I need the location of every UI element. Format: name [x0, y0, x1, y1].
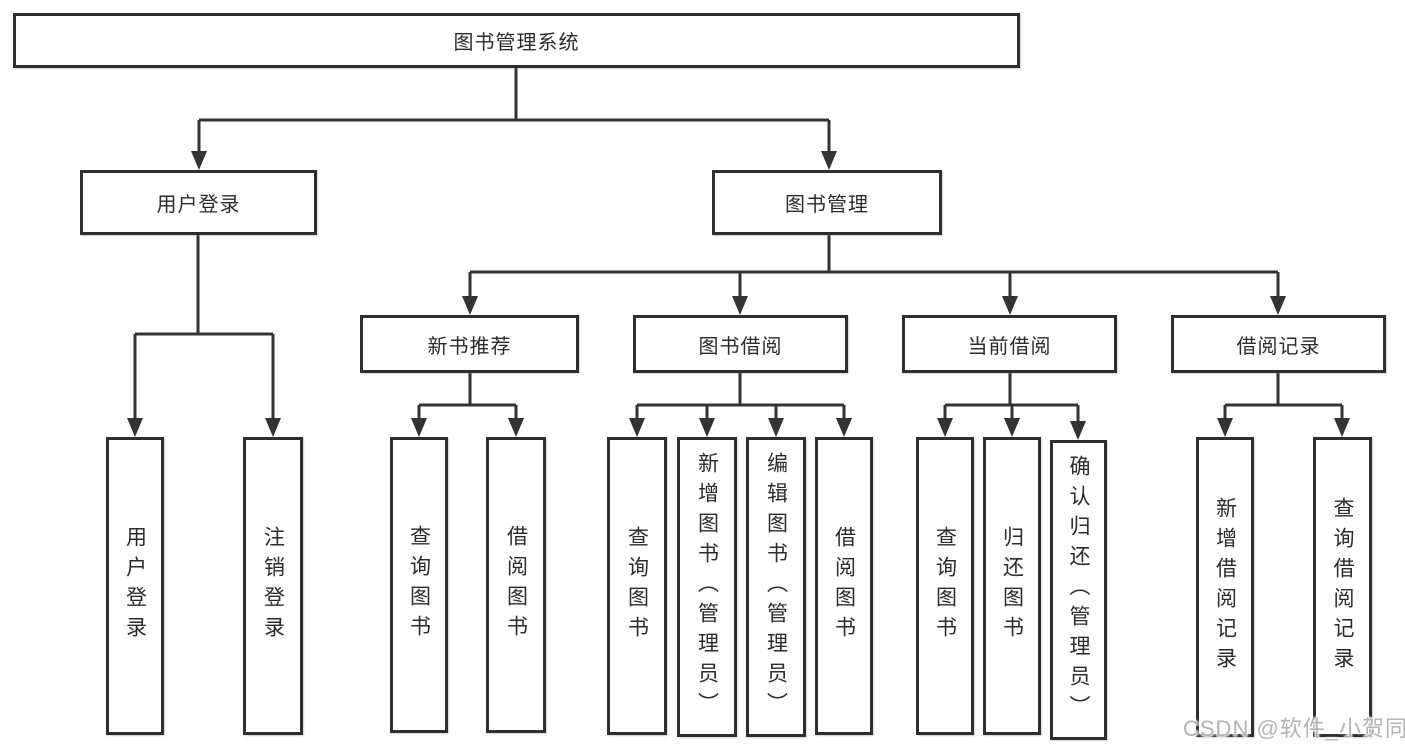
leaf-query-books-2-label: 查询图书 [625, 526, 649, 646]
leaf-query-books-1: 查询图书 [390, 437, 448, 733]
leaf-add-borrow-record-label: 新增借阅记录 [1213, 497, 1237, 677]
leaf-logout: 注销登录 [243, 437, 303, 735]
leaf-query-books-1-label: 查询图书 [407, 525, 431, 645]
leaf-logout-label: 注销登录 [261, 526, 285, 646]
leaf-query-books-2: 查询图书 [607, 437, 667, 735]
leaf-add-borrow-record: 新增借阅记录 [1196, 437, 1254, 737]
leaf-edit-book-admin-label: 编辑图书（管理员） [764, 452, 788, 722]
connector-book-management [468, 235, 1280, 299]
leaf-add-book-admin: 新增图书（管理员） [677, 437, 737, 737]
node-book-management: 图书管理 [712, 170, 942, 235]
leaf-borrow-books-1: 借阅图书 [486, 437, 546, 733]
connector-new-book-recommend [417, 373, 518, 421]
leaf-query-borrow-record: 查询借阅记录 [1313, 437, 1372, 737]
leaf-user-login: 用户登录 [106, 437, 164, 735]
leaf-edit-book-admin: 编辑图书（管理员） [746, 437, 806, 737]
node-book-borrow: 图书借阅 [633, 315, 848, 373]
node-new-book-recommend: 新书推荐 [360, 315, 579, 373]
connector-current-borrow [943, 373, 1080, 424]
leaf-borrow-books-2-label: 借阅图书 [832, 526, 856, 646]
node-library-system: 图书管理系统 [13, 13, 1020, 68]
leaf-query-books-3-label: 查询图书 [933, 526, 957, 646]
leaf-confirm-return-admin: 确认归还（管理员） [1050, 440, 1107, 740]
arrowheads [127, 151, 1350, 440]
leaf-query-borrow-record-label: 查询借阅记录 [1331, 497, 1354, 677]
leaf-query-books-3: 查询图书 [916, 437, 974, 735]
watermark: CSDN @软件_小贺同学 [1183, 716, 1405, 741]
leaf-return-book: 归还图书 [983, 437, 1041, 735]
connector-user-login [133, 235, 275, 421]
node-current-borrow: 当前借阅 [902, 315, 1117, 373]
connector-borrow-records [1223, 373, 1344, 421]
leaf-add-book-admin-label: 新增图书（管理员） [695, 452, 719, 722]
connector-book-borrow [635, 373, 846, 421]
leaf-borrow-books-2: 借阅图书 [815, 437, 873, 735]
leaf-return-book-label: 归还图书 [1000, 526, 1024, 646]
node-user-login: 用户登录 [80, 170, 317, 235]
leaf-user-login-label: 用户登录 [123, 526, 147, 646]
leaf-borrow-books-1-label: 借阅图书 [504, 525, 528, 645]
node-borrow-records: 借阅记录 [1171, 315, 1386, 373]
leaf-confirm-return-admin-label: 确认归还（管理员） [1067, 455, 1090, 725]
connector-root [197, 68, 831, 154]
